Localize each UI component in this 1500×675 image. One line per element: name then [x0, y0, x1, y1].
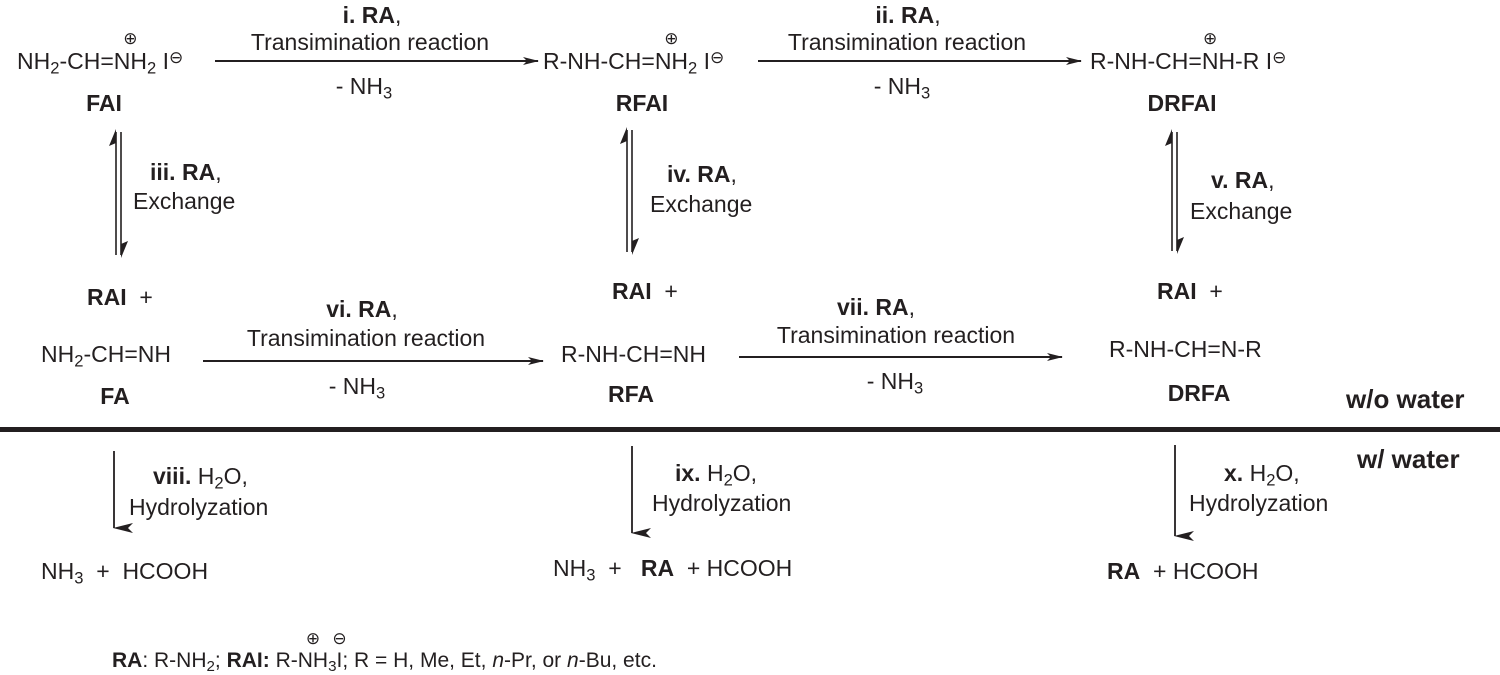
reaction-ix-type: Hydrolyzation	[652, 490, 792, 516]
species-fai-label: FAI	[86, 90, 122, 116]
reaction-viii-type: Hydrolyzation	[129, 494, 269, 520]
equilibrium-arrow-iii	[109, 129, 128, 258]
reaction-x-type: Hydrolyzation	[1189, 490, 1329, 516]
positive-charge-icon: ⊕	[305, 629, 321, 648]
species-drfa-formula: R-NH-CH=N-R	[1109, 336, 1262, 362]
species-drfai-label: DRFAI	[1147, 90, 1217, 116]
products-viii: NH3 + HCOOH	[41, 558, 209, 588]
region-label-with-water: w/ water	[1357, 444, 1460, 474]
positive-charge-icon: ⊕	[664, 29, 679, 48]
reaction-ix-reagent: ix. H2O,	[675, 460, 758, 490]
reaction-iv-type: Exchange	[650, 191, 753, 217]
reaction-v-type: Exchange	[1190, 198, 1293, 224]
reaction-x-reagent: x. H2O,	[1224, 460, 1300, 490]
species-fai-formula: NH2-CH=⊕NH2 I⊖	[17, 29, 184, 78]
positive-charge-icon: ⊕	[1203, 29, 1218, 48]
reaction-ii-type: Transimination reaction	[787, 29, 1027, 55]
reaction-i-type: Transimination reaction	[250, 29, 490, 55]
reaction-iii-reagent: iii. RA,	[150, 159, 222, 185]
rai-plus-3: RAI +	[1157, 278, 1223, 304]
species-drfai-formula: R-NH-CH=⊕NH-R I⊖	[1090, 29, 1287, 74]
equilibrium-arrow-v	[1165, 129, 1184, 254]
footnote-legend: RA: R-NH2; RAI: R-⊕NH3⊖ I; R = H, Me, Et…	[112, 629, 657, 675]
species-rfai-formula: R-NH-CH=⊕NH2 I⊖	[543, 29, 725, 78]
positive-charge-icon: ⊕	[123, 29, 138, 48]
negative-charge-icon: ⊖	[332, 629, 347, 648]
species-drfa-label: DRFA	[1167, 380, 1231, 406]
reaction-vii-type: Transimination reaction	[776, 322, 1016, 348]
reaction-viii-reagent: viii. H2O,	[153, 463, 248, 493]
rai-plus-2: RAI +	[612, 278, 678, 304]
reaction-iii-type: Exchange	[133, 188, 236, 214]
species-fa-formula: NH2-CH=NH	[41, 341, 171, 371]
reaction-ii-reagent: ii. RA,	[875, 2, 941, 28]
species-fa-label: FA	[100, 383, 130, 409]
products-ix: NH3 + RA + HCOOH	[553, 555, 793, 585]
products-x: RA + HCOOH	[1107, 558, 1259, 584]
water-divider-line	[0, 427, 1500, 432]
reaction-ii-byproduct: - NH3	[873, 73, 931, 103]
negative-charge-icon: ⊖	[710, 48, 725, 67]
reaction-i-reagent: i. RA,	[342, 2, 402, 28]
equilibrium-arrow-iv	[620, 127, 639, 255]
reaction-vi-reagent: vi. RA,	[326, 296, 398, 322]
negative-charge-icon: ⊖	[168, 48, 184, 67]
reaction-v-reagent: v. RA,	[1211, 167, 1275, 193]
reaction-iv-reagent: iv. RA,	[667, 161, 737, 187]
reaction-i-byproduct: - NH3	[335, 73, 393, 103]
species-rfa-formula: R-NH-CH=NH	[561, 341, 707, 367]
species-rfa-label: RFA	[608, 381, 654, 407]
rai-plus-1: RAI +	[87, 284, 153, 310]
reaction-vi-byproduct: - NH3	[328, 373, 386, 403]
negative-charge-icon: ⊖	[1272, 48, 1287, 67]
reaction-vii-reagent: vii. RA,	[837, 294, 915, 320]
reaction-vi-type: Transimination reaction	[246, 325, 486, 351]
reaction-vii-byproduct: - NH3	[866, 368, 924, 398]
species-rfai-label: RFAI	[615, 90, 669, 116]
region-label-without-water: w/o water	[1346, 384, 1465, 414]
